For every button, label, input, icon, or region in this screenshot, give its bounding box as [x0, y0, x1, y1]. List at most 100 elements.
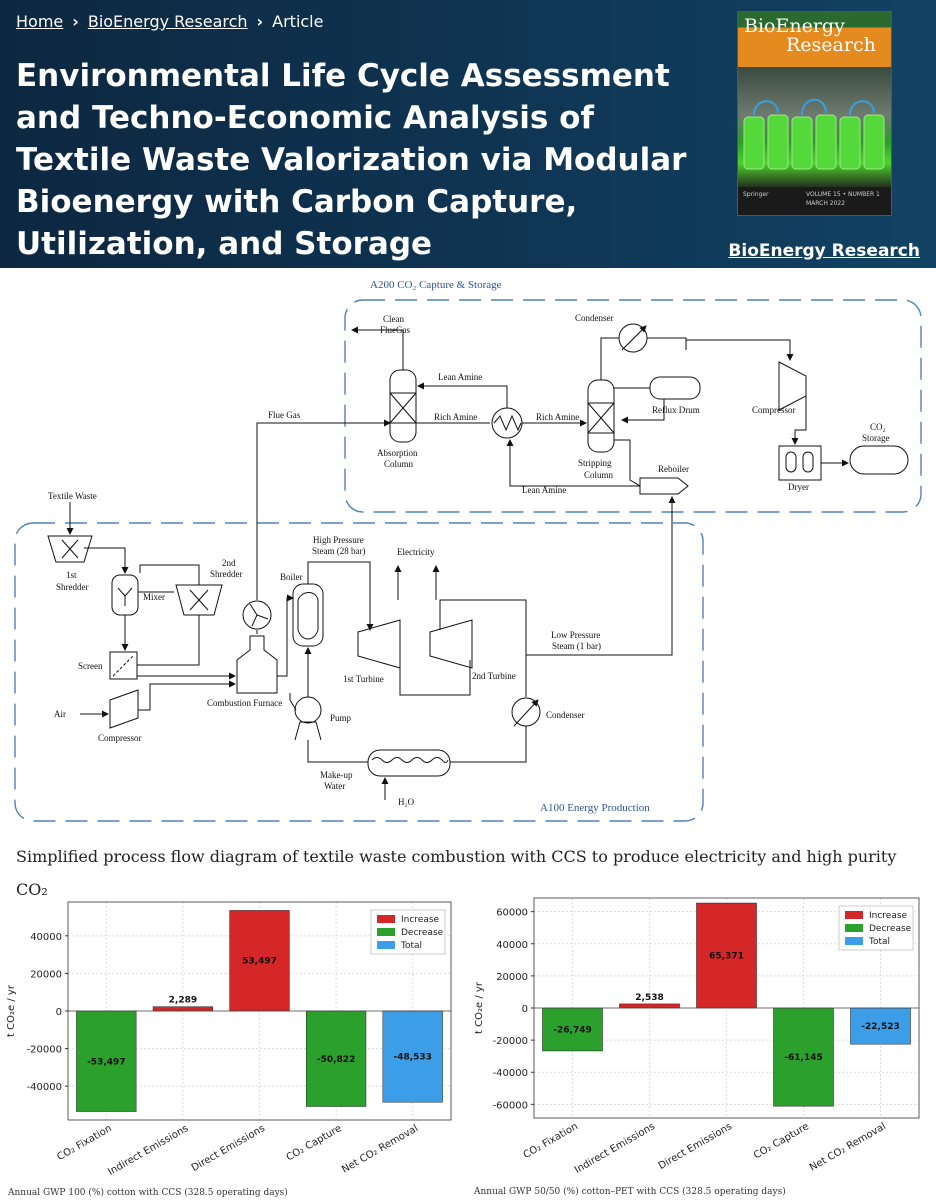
legend-swatch: [377, 928, 395, 936]
x-tick-label: Indirect Emissions: [573, 1121, 657, 1176]
label-boiler: Boiler: [280, 572, 303, 582]
chart-cotton-footnote: Annual GWP 100 (%) cotton with CCS (328.…: [8, 1188, 288, 1198]
cover-date: MARCH 2022: [806, 200, 846, 207]
bar: [619, 1003, 680, 1009]
breadcrumb-home-link[interactable]: Home: [16, 12, 64, 31]
heat-exchanger: [491, 407, 523, 439]
label-rich-amine-1: Rich Amine: [434, 412, 477, 422]
label-mixer: Mixer: [143, 592, 165, 602]
x-tick-label: Direct Emissions: [190, 1123, 267, 1174]
label-shredder2-b: Shredder: [210, 569, 243, 579]
chart-cotton-pet-footnote: Annual GWP 50/50 (%) cotton–PET with CCS…: [474, 1187, 786, 1197]
makeup-water-tank: [367, 749, 451, 777]
bar: [696, 902, 757, 1009]
label-lean-amine-1: Lean Amine: [438, 372, 482, 382]
bar: [229, 910, 290, 1012]
bar: [773, 1007, 834, 1107]
data-label: -50,822: [317, 1055, 355, 1065]
label-compressor-bottom: Compressor: [98, 733, 142, 743]
combustion-furnace: [236, 635, 278, 694]
label-makeup-2: Water: [324, 781, 345, 791]
legend-label: Total: [400, 941, 422, 951]
data-label: -48,533: [393, 1053, 431, 1063]
data-label: 53,497: [242, 957, 277, 967]
label-hp-steam-1: High Pressure: [313, 535, 364, 545]
label-lp-steam-1: Low Pressure: [551, 630, 600, 640]
data-label: 2,538: [635, 993, 663, 1003]
x-tick-label: CO₂ Capture: [752, 1121, 811, 1161]
label-rich-amine-2: Rich Amine: [536, 412, 579, 422]
data-label: -22,523: [861, 1022, 899, 1032]
label-turbine1: 1st Turbine: [343, 674, 384, 684]
a100-region: [14, 522, 704, 822]
pump: [294, 696, 322, 724]
x-tick-label: Net CO₂ Removal: [340, 1123, 420, 1176]
label-shredder2-a: 2nd: [222, 558, 236, 568]
x-tick-label: Indirect Emissions: [106, 1123, 190, 1178]
x-tick-label: Direct Emissions: [657, 1121, 734, 1172]
chevron-right-icon: ›: [72, 12, 79, 31]
journal-cover-image[interactable]: BioEnergy Research Springer VOLUME 15 • …: [737, 11, 892, 216]
label-lp-steam-2: Steam (1 bar): [552, 641, 601, 651]
figure-caption: Simplified process flow diagram of texti…: [16, 847, 897, 899]
label-absorption-1: Absorption: [377, 448, 418, 458]
data-label: 2,289: [169, 996, 197, 1006]
label-clean-flue-gas-1: Clean: [383, 314, 404, 324]
legend-swatch: [377, 915, 395, 923]
label-absorption-2: Column: [384, 459, 414, 469]
reboiler: [639, 477, 689, 495]
label-reflux-drum: Reflux Drum: [652, 405, 700, 415]
chevron-right-icon: ›: [256, 12, 264, 31]
legend-label: Increase: [869, 911, 908, 921]
mixer: [111, 574, 139, 616]
y-tick-label: -40000: [27, 1082, 62, 1093]
y-axis-label: t CO₂e / yr: [6, 984, 17, 1037]
chart-cotton-pet-svg: -26,7492,53865,371-61,145-22,523-60000-4…: [474, 897, 920, 1176]
breadcrumb-current: Article: [272, 12, 324, 31]
legend-label: Increase: [401, 915, 440, 925]
chart-cotton-svg: -53,4972,28953,497-50,822-48,533-40000-2…: [6, 901, 452, 1178]
label-hp-steam-2: Steam (28 bar): [312, 546, 365, 556]
label-clean-flue-gas-2: FlueGas: [380, 325, 410, 335]
compressor-top: [778, 361, 807, 411]
legend-swatch: [845, 937, 863, 945]
cover-footer: Springer VOLUME 15 • NUMBER 1 MARCH 2022: [738, 187, 891, 215]
label-flue-gas: Flue Gas: [268, 410, 301, 420]
y-axis-label: t CO₂e / yr: [474, 981, 485, 1034]
article-title: Environmental Life Cycle Assessment and …: [16, 58, 687, 262]
cover-title-line1: BioEnergy: [744, 15, 845, 37]
x-tick-label: CO₂ Fixation: [522, 1121, 580, 1161]
reflux-drum: [649, 376, 701, 400]
label-condenser-bottom: Condenser: [546, 710, 585, 720]
y-tick-label: 20000: [496, 972, 528, 983]
data-label: -61,145: [784, 1053, 822, 1063]
journal-link[interactable]: BioEnergy Research: [728, 241, 920, 261]
x-tick-label: CO₂ Fixation: [55, 1123, 113, 1163]
co2-storage-tank: [849, 445, 909, 475]
label-co2-storage-1: CO₂: [870, 422, 886, 432]
label-compressor-top: Compressor: [752, 405, 796, 415]
a100-label: A100 Energy Production: [540, 802, 650, 814]
label-combustion-furnace: Combustion Furnace: [207, 698, 282, 708]
cover-photo: [738, 67, 891, 187]
y-tick-label: 0: [522, 1004, 528, 1015]
legend-swatch: [377, 941, 395, 949]
stripping-column: [587, 379, 615, 453]
label-condenser-top: Condenser: [575, 313, 614, 323]
label-h2o: H₂O: [398, 797, 415, 807]
cover-volume: VOLUME 15 • NUMBER 1: [806, 191, 880, 198]
breadcrumb-journal-link[interactable]: BioEnergy Research: [87, 12, 248, 31]
y-tick-label: -20000: [27, 1045, 62, 1056]
legend-label: Decrease: [869, 924, 912, 934]
dryer: [778, 445, 822, 481]
label-electricity: Electricity: [397, 547, 435, 557]
y-tick-label: -40000: [493, 1068, 528, 1079]
label-textile-waste: Textile Waste: [48, 491, 97, 501]
label-turbine2: 2nd Turbine: [472, 671, 516, 681]
label-shredder1-a: 1st: [66, 570, 77, 580]
label-shredder1-b: Shredder: [56, 582, 89, 592]
bottles-illustration: [743, 98, 885, 170]
compressor-bottom: [109, 689, 139, 729]
